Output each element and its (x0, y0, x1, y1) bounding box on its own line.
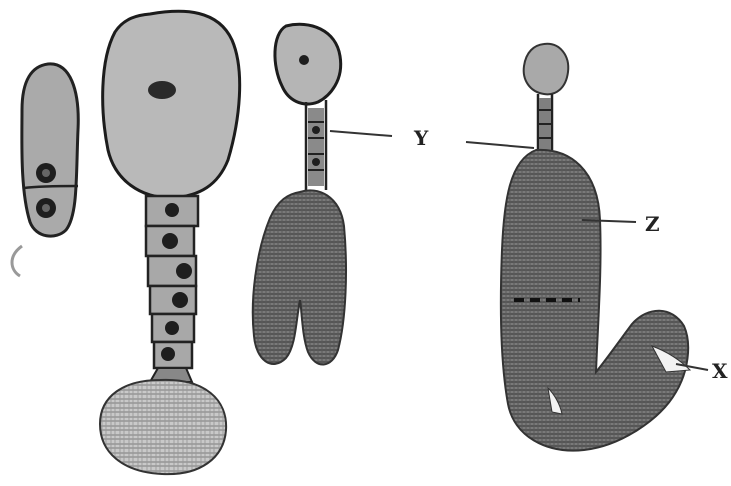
leader-line-y-right (466, 142, 534, 148)
stray-mark (12, 246, 22, 276)
label-z: Z (645, 212, 660, 236)
label-y: Y (413, 126, 429, 150)
mature-embryo (501, 44, 690, 451)
heart-shaped-embryo (253, 24, 346, 364)
two-celled-proembryo (22, 64, 78, 236)
leader-line-y-left (330, 131, 392, 136)
globular-embryo-with-suspensor (100, 11, 240, 474)
label-x: X (712, 359, 728, 383)
